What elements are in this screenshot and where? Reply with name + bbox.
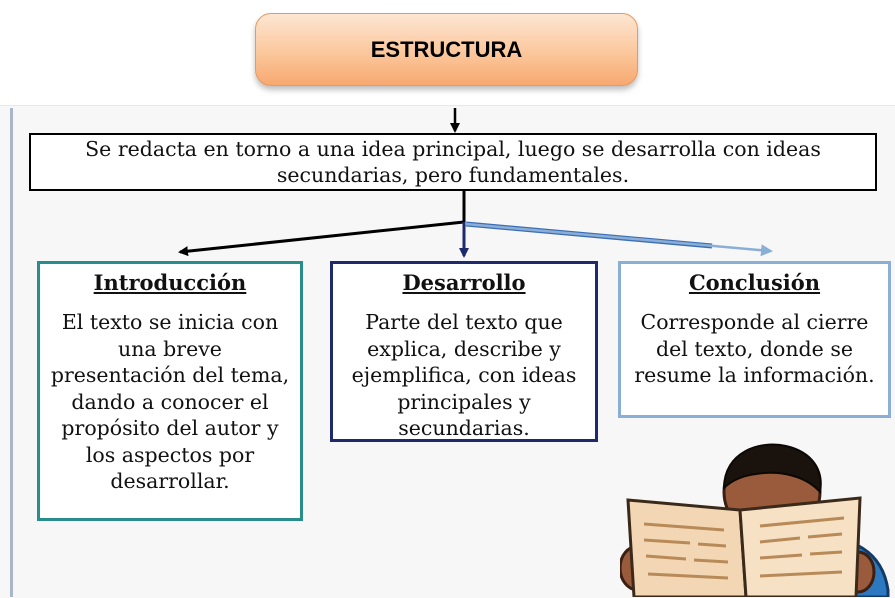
card-desarrollo: Desarrollo Parte del texto que explica, … bbox=[330, 261, 598, 442]
card-body-conclusion: Corresponde al cierre del texto, donde s… bbox=[634, 310, 875, 387]
title-text: ESTRUCTURA bbox=[370, 36, 523, 62]
card-introduccion: Introducción El texto se inicia con una … bbox=[37, 261, 303, 521]
card-title-conclusion: Conclusión bbox=[688, 270, 821, 295]
card-conclusion: Conclusión Corresponde al cierre del tex… bbox=[618, 261, 891, 418]
title-box: ESTRUCTURA bbox=[255, 13, 638, 86]
card-title-introduccion: Introducción bbox=[93, 270, 247, 295]
card-title-desarrollo: Desarrollo bbox=[402, 270, 526, 295]
main-idea-text: Se redacta en torno a una idea principal… bbox=[85, 137, 821, 187]
person-reading-newspaper-icon bbox=[620, 443, 890, 597]
main-idea-box: Se redacta en torno a una idea principal… bbox=[29, 133, 877, 191]
left-rule bbox=[10, 108, 13, 597]
card-body-desarrollo: Parte del texto que explica, describe y … bbox=[351, 310, 577, 440]
card-body-introduccion: El texto se inicia con una breve present… bbox=[50, 310, 290, 493]
arrow-to-conclusion bbox=[465, 222, 773, 257]
arrow-to-introduccion bbox=[178, 220, 465, 257]
